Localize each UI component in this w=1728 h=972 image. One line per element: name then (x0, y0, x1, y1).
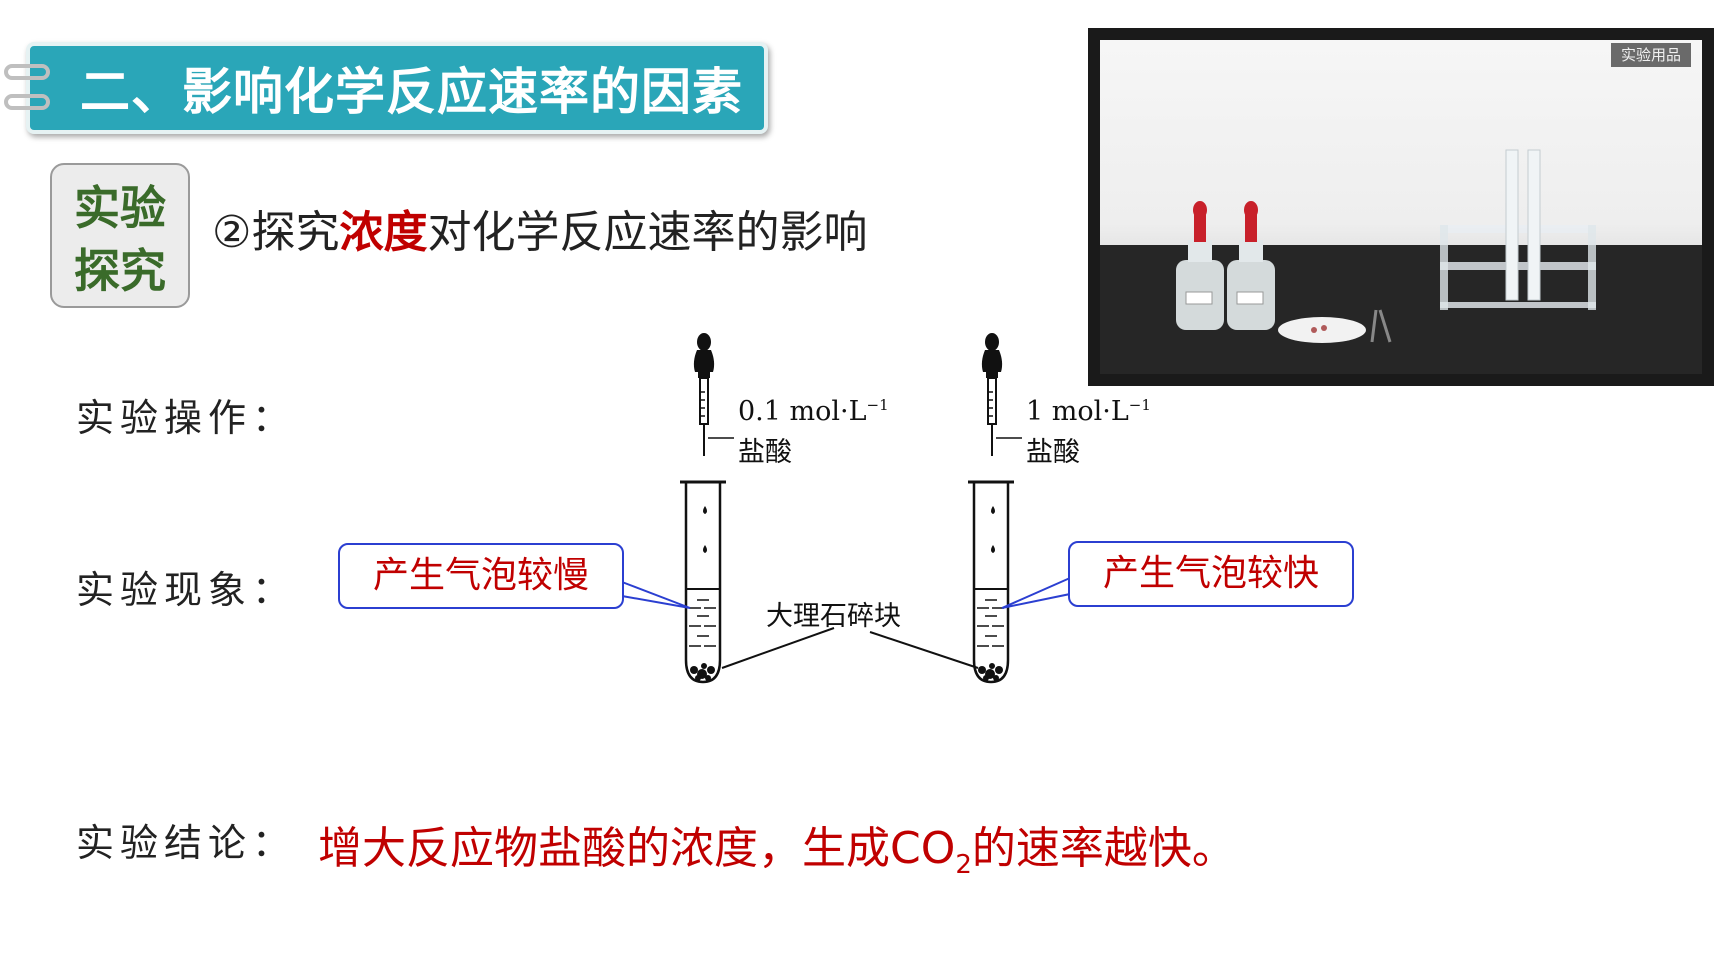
callout-right-tail (1001, 576, 1071, 609)
subtitle-prefix: ②探究 (212, 207, 340, 258)
conclusion-subscript: 2 (955, 849, 972, 880)
phenomenon-label: 实验现象： (76, 568, 297, 612)
right-test-tube (968, 480, 1014, 684)
reagent-right-name: 盐酸 (1026, 437, 1080, 468)
reagent-right-conc-text: 1 mol·L (1026, 396, 1129, 427)
badge-text-line2: 探究 (74, 244, 166, 298)
conclusion-part1: 增大反应物盐酸的浓度，生成CO (318, 823, 956, 874)
section-title: 二、影响化学反应速率的因素 (80, 63, 743, 121)
subtitle-suffix: 对化学反应速率的影响 (427, 207, 868, 258)
reagent-left-conc-text: 0.1 mol·L (738, 396, 867, 427)
experiment-photo (1100, 40, 1702, 374)
reagent-right-exp: −1 (1128, 396, 1151, 414)
marble-pointer-left (721, 627, 835, 669)
equipment-tag[interactable]: 实验用品 (1611, 43, 1691, 67)
left-dropper (693, 333, 734, 456)
experiment-subtitle: ②探究浓度对化学反应速率的影响 (212, 196, 867, 260)
callout-left-tail (621, 580, 691, 609)
reagent-left-exp: −1 (866, 396, 889, 414)
subtitle-highlight: 浓度 (339, 207, 428, 258)
binder-ring-icon (4, 94, 50, 110)
badge-text-line1: 实验 (74, 181, 166, 235)
conclusion-part2: 的速率越快。 (971, 823, 1236, 874)
left-test-tube (680, 480, 726, 684)
reagent-left-concentration: 0.1 mol·L−1 (738, 396, 889, 427)
reagent-right-concentration: 1 mol·L−1 (1026, 396, 1151, 427)
right-dropper (981, 333, 1022, 456)
conclusion-text: 增大反应物盐酸的浓度，生成CO2的速率越快。 (318, 812, 1236, 880)
marble-pointer-right (869, 631, 979, 669)
operation-label: 实验操作： (76, 396, 297, 440)
conclusion-label: 实验结论： (76, 821, 297, 865)
marble-label: 大理石碎块 (766, 601, 901, 632)
binder-ring-icon (4, 64, 50, 80)
reagent-left-name: 盐酸 (738, 437, 792, 468)
lab-equipment-illustration (1100, 149, 1702, 374)
section-banner (26, 42, 768, 134)
callout-slow-bubbles: 产生气泡较慢 (338, 543, 624, 609)
experiment-badge (50, 163, 190, 308)
callout-fast-bubbles: 产生气泡较快 (1068, 541, 1354, 607)
